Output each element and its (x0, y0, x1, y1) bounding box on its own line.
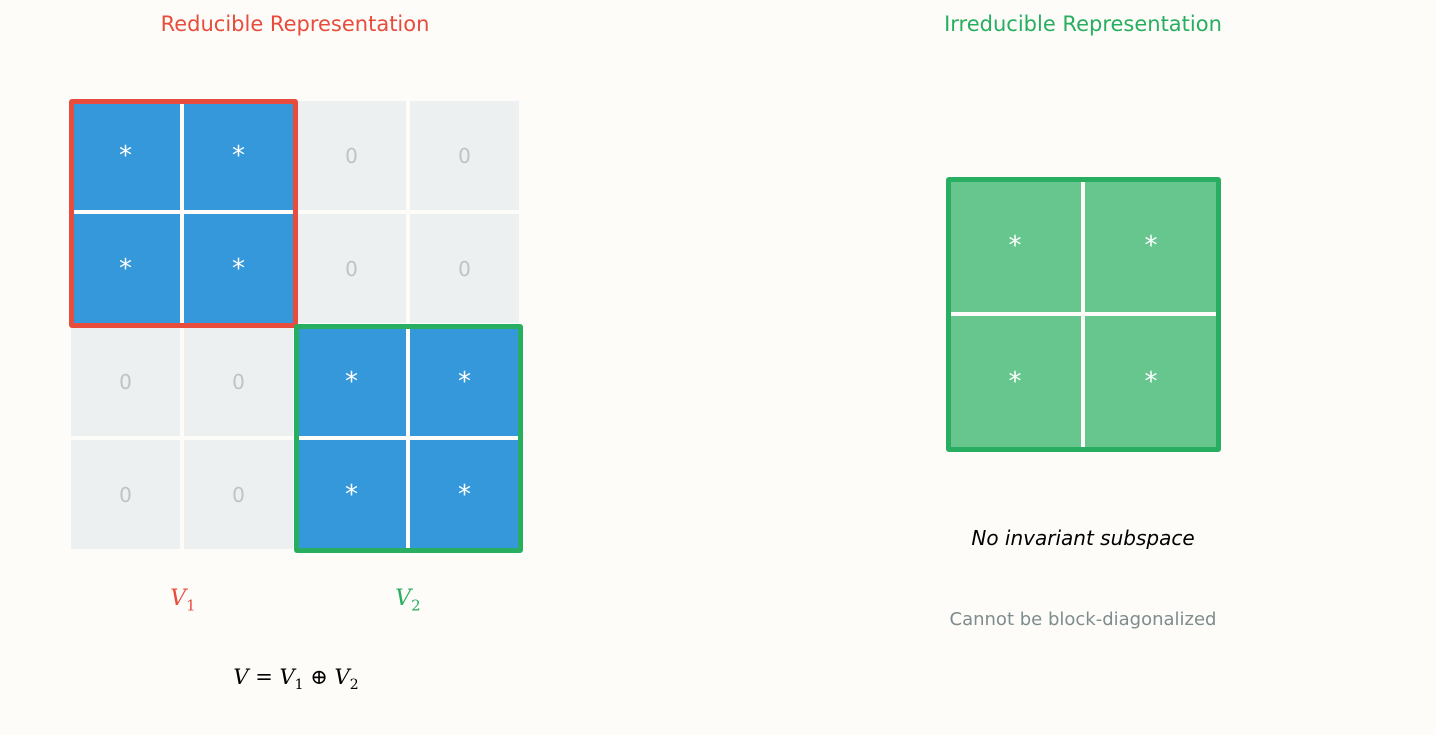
zero-cell: 0 (410, 214, 519, 323)
block-cell: * (71, 214, 180, 323)
no-invariant-caption: No invariant subspace (971, 526, 1195, 550)
zero-cell: 0 (297, 101, 406, 210)
block-cell: * (410, 327, 519, 436)
block-cell: * (297, 440, 406, 549)
zero-cell: 0 (410, 101, 519, 210)
block-cell: * (184, 101, 293, 210)
zero-cell: 0 (71, 440, 180, 549)
zero-cell: 0 (184, 440, 293, 549)
label-v1: V1 (170, 586, 196, 615)
zero-cell: 0 (297, 214, 406, 323)
direct-sum-equation: V = V1 ⊕ V2 (233, 665, 359, 694)
zero-cell: 0 (71, 327, 180, 436)
block-cell: * (410, 440, 519, 549)
reducible-title: Reducible Representation (160, 12, 430, 36)
zero-cell: 0 (184, 327, 293, 436)
irreducible-cell: * (1085, 180, 1217, 312)
block-cell: * (71, 101, 180, 210)
irreducible-cell: * (949, 180, 1081, 312)
irreducible-matrix: **** (949, 180, 1217, 448)
irreducible-cell: * (949, 316, 1081, 448)
irreducible-cell: * (1085, 316, 1217, 448)
irreducible-title: Irreducible Representation (944, 12, 1222, 36)
block-cell: * (184, 214, 293, 323)
cannot-block-note: Cannot be block-diagonalized (949, 609, 1217, 630)
label-v2: V2 (395, 586, 421, 615)
block-cell: * (297, 327, 406, 436)
